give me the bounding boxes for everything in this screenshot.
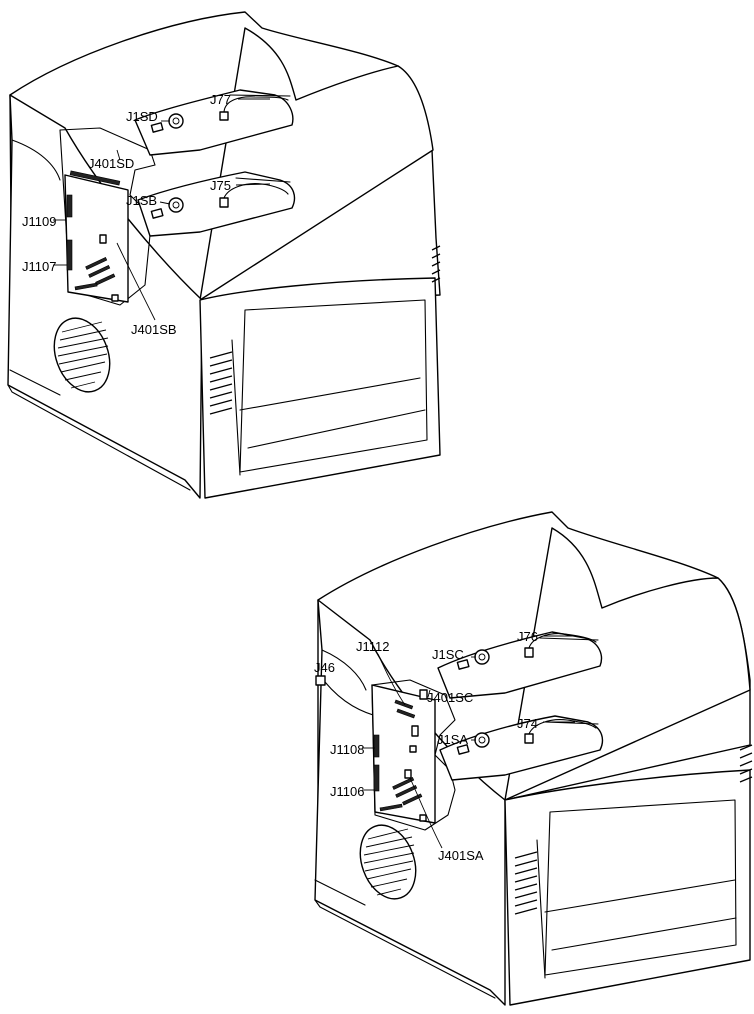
printer-2-front-panel [544, 799, 737, 976]
label-j401sa: J401SA [438, 848, 484, 863]
label-j1sb: J1SB [126, 193, 157, 208]
printer-2-front-body [504, 769, 751, 1006]
label-j1112: J1112 [356, 639, 390, 654]
printer-1-labels: J1SD J77 J401SD J1SB J75 J1109 J1107 J40… [22, 92, 231, 337]
scanner-a [439, 715, 604, 781]
label-j1108: J1108 [330, 742, 364, 757]
printer-2-side-grille [359, 824, 417, 900]
label-j401sb: J401SB [131, 322, 177, 337]
label-j401sc: J401SC [427, 690, 473, 705]
label-j1107: J1107 [22, 259, 56, 274]
cable-j76 [528, 633, 597, 649]
printer-2-front-vents [514, 851, 538, 915]
printer-1-side-grille [53, 317, 111, 393]
printer-1-illustration [7, 11, 441, 499]
label-j1sa: J1SA [437, 732, 468, 747]
scanner-c [437, 631, 603, 699]
cable-j74 [528, 719, 597, 735]
label-j46: J46 [314, 660, 335, 675]
scanner-b [137, 171, 296, 237]
label-j74: J74 [517, 716, 538, 731]
j46-connector [315, 675, 326, 686]
printer-2-illustration [314, 511, 753, 1006]
printer-2-internal-frame [371, 679, 456, 831]
printer-2-labels: J76 J1112 J1SC J46 J401SC J74 J1SA J1108… [314, 629, 538, 863]
label-j1sc: J1SC [432, 647, 464, 662]
printer-1-front-vents [209, 351, 233, 415]
label-j76: J76 [517, 629, 538, 644]
printer-1-leaders [53, 98, 271, 321]
label-j1106: J1106 [330, 784, 364, 799]
label-j77: J77 [210, 92, 231, 107]
printer-1-front-body [199, 277, 441, 499]
printer-2-pcb [371, 684, 436, 824]
printer-2-right-vents [739, 744, 753, 783]
printer-1-front-panel [239, 299, 428, 473]
label-j401sd: J401SD [88, 156, 134, 171]
printer-2-leaders [362, 635, 575, 849]
printer-1-internal-frame [59, 127, 156, 306]
label-j1sd: J1SD [126, 109, 158, 124]
label-j75: J75 [210, 178, 231, 193]
label-j1109: J1109 [22, 214, 56, 229]
printer-1-pcb [64, 170, 129, 303]
cable-j77 [223, 96, 289, 113]
printer-1-right-vents [431, 245, 441, 283]
